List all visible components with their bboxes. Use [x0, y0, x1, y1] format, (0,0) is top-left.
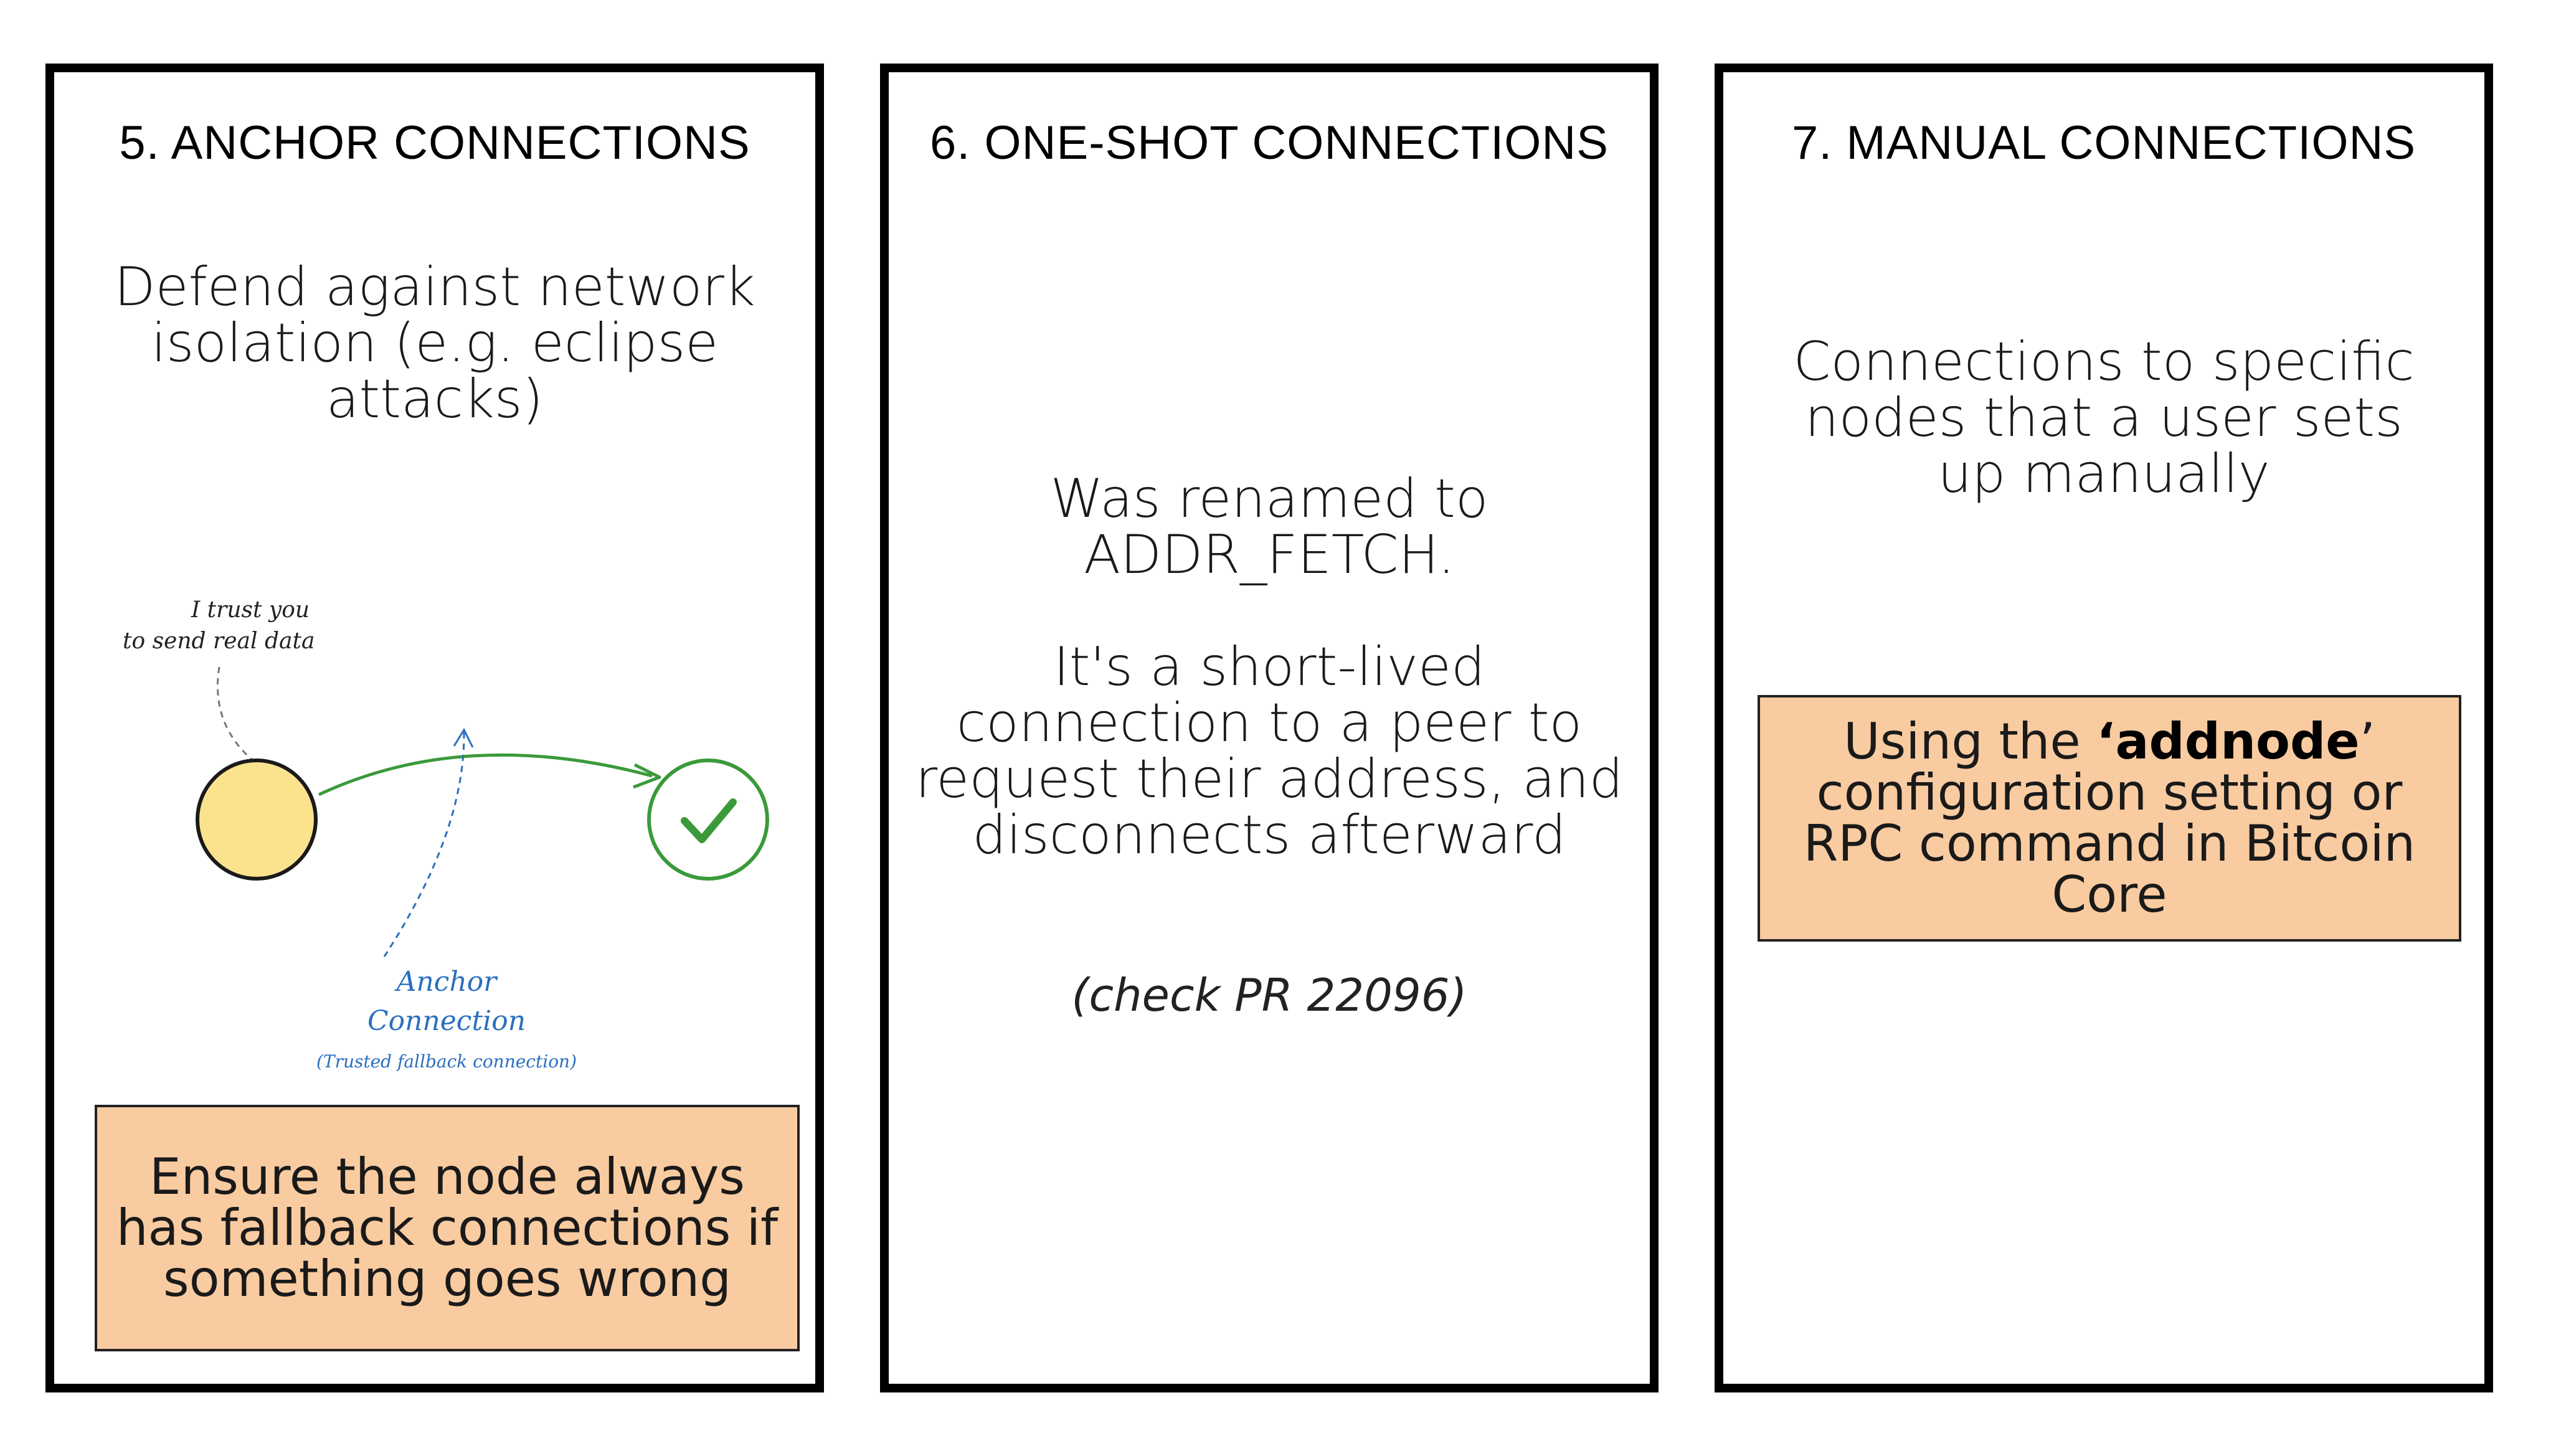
one-shot-description: It's a short-lived connection to a peer …: [915, 636, 1624, 866]
callout-text-pre: Using the: [1843, 712, 2097, 770]
addnode-callout: Using the ‘addnode’ configuration settin…: [1758, 695, 2461, 942]
callout-text-post: configuration setting or RPC command in …: [1803, 763, 2416, 924]
pr-reference: (check PR 22096): [1071, 969, 1467, 1021]
anchor-arrow: [318, 753, 653, 797]
trust-note-line1: I trust you: [191, 597, 310, 623]
anchor-arrowhead: [633, 763, 661, 789]
check-icon: [681, 798, 737, 843]
local-node: [196, 759, 318, 881]
panel-anchor-connections: 5. ANCHOR CONNECTIONS Defend against net…: [45, 64, 824, 1392]
label-pointer-arrowhead: [453, 727, 474, 748]
panel-description: Connections to specific nodes that a use…: [1793, 331, 2415, 505]
anchor-callout: Ensure the node always has fallback conn…: [95, 1105, 800, 1351]
callout-quote: ’: [2359, 712, 2375, 770]
addnode-keyword: ‘addnode: [2096, 712, 2360, 770]
rename-note: Was renamed to ADDR_FETCH.: [1050, 468, 1488, 586]
note-dashed-pointer: [217, 666, 257, 765]
trusted-peer-node: [647, 759, 769, 881]
panel-description: Defend against network isolation (e.g. e…: [114, 256, 755, 430]
anchor-label-line1: Anchor: [394, 966, 499, 998]
panel-heading: 6. ONE-SHOT CONNECTIONS: [930, 116, 1609, 169]
label-dashed-pointer: [383, 732, 465, 957]
trust-note-line2: to send real data: [123, 628, 315, 654]
panel-manual-connections: 7. MANUAL CONNECTIONS Connections to spe…: [1715, 64, 2493, 1392]
panel-heading: 7. MANUAL CONNECTIONS: [1791, 116, 2416, 169]
anchor-label-line2: Connection: [367, 1005, 526, 1037]
anchor-diagram: I trust you to send real data Anchor Con…: [123, 597, 769, 1072]
panel-heading: 5. ANCHOR CONNECTIONS: [119, 116, 750, 169]
panel-one-shot-connections: 6. ONE-SHOT CONNECTIONS Was renamed to A…: [880, 64, 1659, 1392]
anchor-label-sub: (Trusted fallback connection): [316, 1051, 577, 1072]
